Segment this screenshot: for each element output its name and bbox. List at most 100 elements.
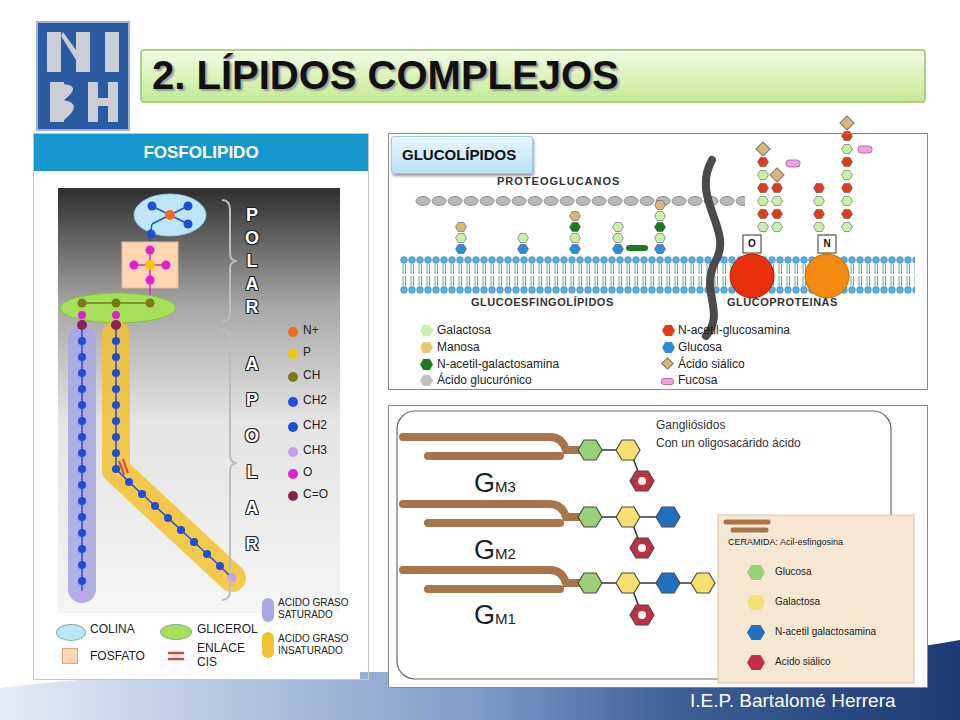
legend-text: CH2 — [303, 393, 327, 407]
glycoprotein — [730, 254, 774, 298]
legend-text: CH — [303, 368, 320, 382]
atom — [146, 276, 155, 285]
logo-pillar — [47, 32, 61, 72]
unsaturated-chain — [116, 325, 220, 566]
legend-text: CERAMIDA: Acil-esfingosina — [728, 537, 843, 548]
panel-heading: Gangliósidos — [656, 418, 725, 432]
panel-ground — [388, 405, 928, 688]
legend-text: Glucosa — [775, 566, 812, 578]
ceramide — [428, 585, 560, 593]
atom — [78, 311, 86, 319]
legend-swatch — [160, 624, 192, 640]
galactose — [691, 573, 715, 593]
galnac — [656, 507, 680, 527]
link-letter: N — [819, 236, 835, 252]
sialic-acid — [756, 142, 770, 156]
sialic-mark — [638, 611, 646, 619]
section-label: PROTEOGLUCANOS — [497, 175, 620, 187]
galnac — [656, 573, 680, 593]
sugar — [655, 222, 666, 231]
polar-bracket — [222, 200, 237, 322]
cis-bond-mark — [123, 459, 128, 473]
sugar — [570, 222, 581, 231]
apolar-bracket — [222, 330, 237, 600]
glucose — [578, 507, 602, 527]
sialic-acid — [770, 168, 784, 182]
logo-pillar — [76, 32, 90, 72]
legend-text: N-acetil galactosamina — [775, 626, 876, 638]
vertical-label: POLAR — [243, 204, 261, 319]
logo-shield — [37, 22, 129, 130]
legend-text: N-acetil-galactosamina — [437, 357, 559, 371]
legend-text: Acido siálico — [775, 656, 831, 668]
galactose — [616, 507, 640, 527]
sugar — [456, 244, 467, 253]
atom — [146, 246, 155, 255]
legend-text: COLINA — [90, 622, 135, 636]
glycan-chain — [840, 130, 854, 234]
legend-text: N-acetil-glucosamina — [678, 323, 790, 337]
sugar — [570, 244, 581, 253]
link-letter: O — [744, 236, 760, 252]
atom — [78, 299, 87, 308]
sialic-mark — [638, 544, 646, 552]
atom — [130, 261, 139, 270]
atom — [184, 202, 193, 211]
legend-text: ENLACE CIS — [197, 641, 253, 669]
atom — [146, 299, 155, 308]
legend-swatch — [288, 349, 298, 359]
legend-text: GLICEROL — [197, 622, 258, 636]
n-link-box — [818, 235, 836, 253]
fucose — [786, 160, 800, 167]
legend-swatch — [288, 372, 298, 382]
panel-heading: GLUCOLÍPIDOS — [391, 136, 533, 174]
proteoglycan-chain — [415, 195, 745, 207]
sugar — [570, 211, 581, 220]
ceramide — [403, 570, 580, 583]
atom — [78, 591, 87, 600]
school-logo — [37, 22, 129, 130]
legend-text: O — [303, 465, 312, 479]
legend-text: Manosa — [437, 340, 480, 354]
atom — [148, 202, 157, 211]
slide-title: 2. LÍPIDOS COMPLEJOS — [152, 53, 619, 98]
sugar — [626, 245, 648, 251]
ceramide-sample — [726, 522, 768, 530]
sialic-acid — [840, 116, 854, 130]
glycan-chain — [756, 156, 770, 234]
legend-text: N+ — [303, 323, 319, 337]
o-link-box — [743, 235, 761, 253]
legend-text: P — [303, 345, 311, 359]
logo-pillar — [105, 32, 119, 72]
glycan-stalk — [826, 234, 827, 236]
glycan-chain — [812, 182, 826, 234]
unsaturated-chain-band — [116, 335, 232, 578]
atom — [111, 320, 121, 330]
sugar — [518, 233, 529, 242]
legend-swatch — [288, 491, 298, 501]
ganglioside-name: GM2 — [474, 535, 516, 566]
atom — [145, 260, 155, 270]
vertical-label: APOLAR — [243, 346, 261, 562]
logo-stroke — [64, 84, 74, 120]
sialic-acid — [630, 605, 654, 625]
logo-pillar — [88, 82, 98, 122]
galactose — [616, 573, 640, 593]
bond — [152, 206, 188, 224]
atom — [184, 220, 193, 229]
sugar — [655, 244, 666, 253]
ganglioside-drawing — [403, 437, 914, 683]
legend-text: ACIDO GRASO INSATURADO — [278, 633, 356, 657]
sugar — [655, 211, 666, 220]
sugar — [518, 244, 529, 253]
legend-text: Fucosa — [678, 373, 717, 387]
ganglioside-legend-box — [718, 515, 914, 683]
footer-text: I.E.P. Bartalomé Herrera — [690, 690, 896, 712]
bond — [149, 250, 151, 300]
atom — [165, 210, 175, 220]
saturated-chain — [81, 325, 83, 581]
legend-text: ACIDO GRASO SATURADO — [278, 597, 356, 621]
ceramide — [403, 437, 580, 450]
legend-swatch — [288, 397, 298, 407]
